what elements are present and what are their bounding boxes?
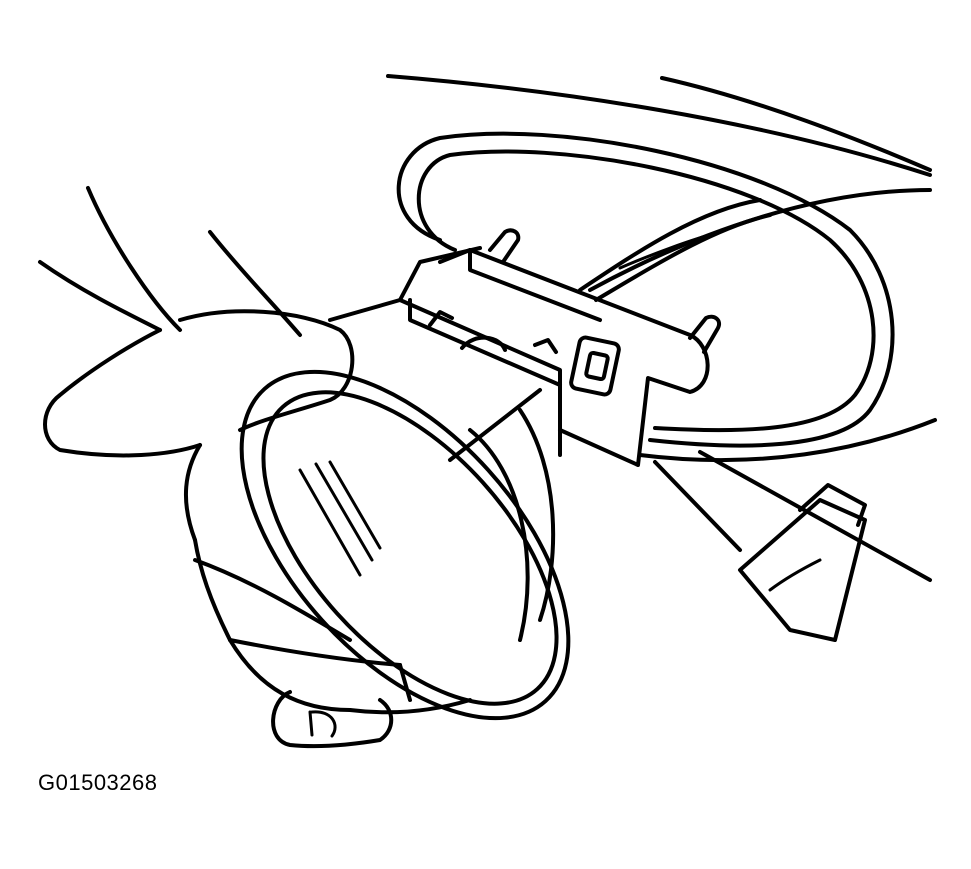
lamp-adjuster-knob (460, 335, 507, 352)
fog-lamp-lens (239, 369, 571, 721)
lamp-connector-socket (569, 335, 621, 397)
bumper-opening (396, 131, 895, 448)
mounting-stud-left (488, 228, 521, 264)
figure-id-label: G01503268 (38, 770, 158, 795)
technician-hand (38, 186, 472, 749)
thumb (271, 690, 394, 749)
mounting-stud-right (688, 314, 721, 354)
wiring-harness (578, 198, 932, 582)
mounting-bracket (438, 228, 721, 467)
wiring-connector (738, 483, 867, 642)
